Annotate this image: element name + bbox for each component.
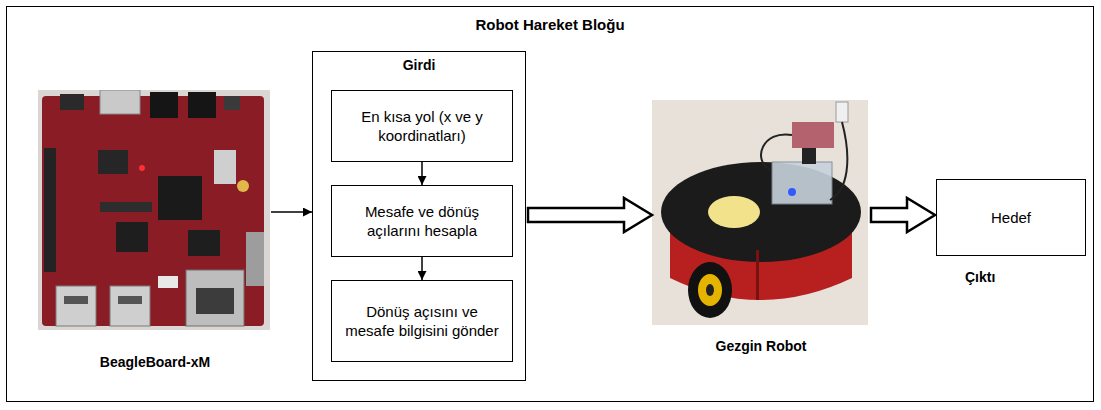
robot-photo	[652, 100, 868, 325]
led	[788, 188, 796, 196]
sensor-board	[792, 122, 834, 148]
hdmi-port	[60, 94, 84, 110]
wheel	[688, 262, 732, 318]
cable-plug	[836, 102, 848, 122]
node-label: Hedef	[937, 208, 1085, 228]
svideo-port	[100, 90, 140, 114]
usb-slot	[118, 296, 142, 304]
pin-header	[100, 202, 152, 212]
hollow-arrow	[871, 198, 935, 232]
panel-seam	[756, 250, 759, 300]
flow-arrow	[421, 162, 423, 185]
serial-port	[246, 232, 264, 286]
yellow-disc	[708, 196, 760, 228]
node-label: Gezgin Robot	[716, 337, 807, 355]
chip	[188, 230, 220, 256]
mount	[802, 148, 816, 164]
top-plate	[661, 162, 861, 262]
caption-label: Çıktı	[965, 268, 1101, 286]
node-label: Mesafe ve dönüş açılarını hesapla	[340, 202, 504, 241]
button	[158, 276, 178, 288]
ethernet-socket	[196, 288, 234, 314]
wheel-hub	[698, 274, 722, 306]
process-box: Mesafe ve dönüş açılarını hesapla	[331, 185, 513, 257]
audio-jack	[188, 92, 216, 118]
ethernet-jack	[186, 270, 244, 326]
process-box: Dönüş açısını ve mesafe bilgisini gönder	[331, 280, 513, 362]
process-box: En kısa yol (x ve y koordinatları)	[331, 90, 513, 162]
usb-port	[56, 286, 96, 326]
processor-chip	[158, 176, 202, 220]
block-frame: Robot Hareket BloğuBeagleBoard-xM GirdiEn…	[6, 6, 1094, 402]
photo-ground	[38, 90, 270, 330]
node-label: En kısa yol (x ve y koordinatları)	[340, 107, 504, 146]
sd-slot	[214, 150, 236, 184]
hollow-arrow	[528, 198, 652, 232]
photo-ground	[652, 100, 868, 325]
axle	[706, 284, 714, 296]
node-label: BeagleBoard-xM	[100, 353, 210, 371]
board-node: BeagleBoard-xM	[39, 91, 271, 377]
node-label: Robot Hareket Bloğu	[475, 15, 624, 35]
power-jack	[224, 96, 240, 110]
flow-arrow	[421, 257, 423, 280]
capacitor	[237, 180, 249, 192]
led	[139, 165, 145, 171]
input-box: Girdi En kısa yol (x ve y koordinatları) M…	[312, 51, 526, 381]
node-label: Dönüş açısını ve mesafe bilgisini gönder	[340, 302, 504, 341]
pcb	[42, 96, 264, 326]
expansion-header	[44, 148, 56, 272]
usb-port	[110, 286, 150, 326]
usb-slot	[64, 296, 88, 304]
robot-node: Gezgin Robot	[653, 101, 869, 357]
wire	[761, 122, 847, 200]
chip	[116, 222, 148, 252]
node-label: Girdi	[403, 56, 436, 74]
board-photo	[38, 90, 270, 330]
audio-jack	[150, 92, 178, 118]
output-box: HedefÇıktı	[936, 179, 1086, 256]
chip	[98, 150, 128, 174]
flow-arrow	[271, 211, 312, 213]
case	[772, 162, 832, 204]
